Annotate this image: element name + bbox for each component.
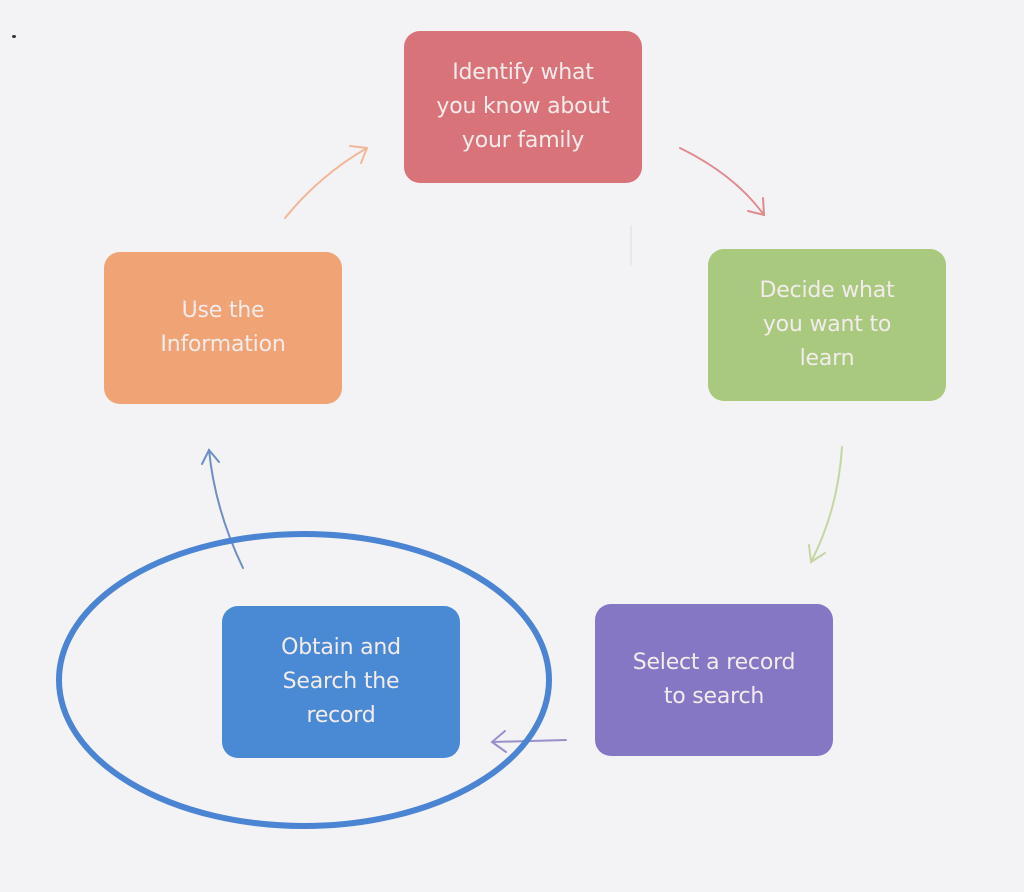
arrow-obtain-to-use (201, 448, 244, 569)
highlight-ellipse (56, 531, 552, 829)
step-obtain-box: Obtain and Search the record (222, 606, 460, 758)
step-select-box: Select a record to search (595, 604, 833, 756)
arrow-decide-to-select (808, 446, 843, 564)
arrow-use-to-identify (284, 145, 369, 219)
step-decide-label: Decide what you want to learn (759, 278, 895, 371)
step-decide-box: Decide what you want to learn (708, 249, 946, 401)
step-use-box: Use the Information (104, 252, 342, 404)
step-identify-label: Identify what you know about your family (436, 60, 610, 153)
step-identify-box: Identify what you know about your family (404, 31, 642, 183)
step-select-label: Select a record to search (632, 650, 796, 709)
arrow-identify-to-decide (679, 147, 766, 217)
step-use-label: Use the Information (160, 298, 286, 357)
step-obtain-label: Obtain and Search the record (281, 635, 401, 728)
scan-speck (12, 35, 16, 38)
